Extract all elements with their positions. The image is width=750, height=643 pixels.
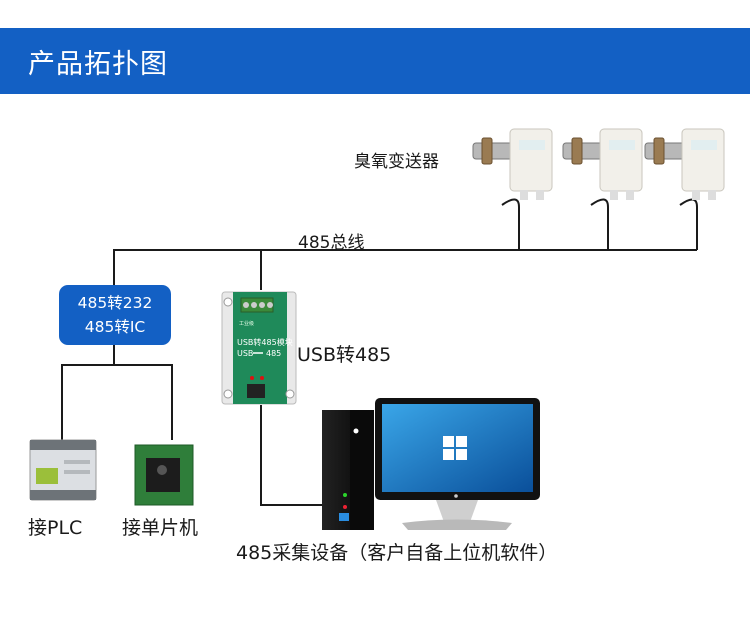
usb-port-icon: [247, 384, 265, 398]
plc-line: [61, 345, 115, 440]
ozone-sensor-label: 臭氧变送器: [354, 152, 439, 172]
plc-device-image: [29, 439, 97, 501]
mcu-board-image: [134, 444, 194, 506]
plc-label: 接PLC: [28, 517, 83, 539]
mcu-label: 接单片机: [122, 517, 199, 539]
protocol-converter-box: 485转232 485转IC: [59, 285, 171, 345]
usb-to-pc-line: [260, 405, 322, 506]
ozone-sensor-2: [562, 128, 643, 200]
section-header: 产品拓扑图: [0, 28, 750, 94]
section-title: 产品拓扑图: [28, 49, 168, 80]
module-usb-text: USB: [237, 349, 253, 358]
pc-tower-image: [322, 410, 374, 530]
collector-label: 485采集设备（客户自备上位机软件）: [236, 542, 558, 564]
windows-logo-icon: [443, 436, 467, 460]
monitor-image: [375, 398, 540, 530]
windows-logo-icon: [339, 513, 349, 521]
rs485-bus-label: 485总线: [298, 233, 365, 253]
module-brand-text: 工业级: [239, 320, 254, 327]
sensor-1-cable: [501, 198, 520, 208]
sensor-2-cable: [590, 198, 609, 208]
usb-485-module: 工业级 USB转485模块 USB 485: [221, 291, 297, 405]
module-485-text: 485: [266, 349, 281, 358]
sensor-3-cable: [679, 198, 698, 208]
module-title-text: USB转485模块: [237, 337, 293, 347]
converter-label-232: 485转232: [77, 294, 153, 312]
mcu-line: [114, 364, 173, 440]
usb-module-label: USB转485: [297, 344, 392, 366]
ozone-sensor-1: [472, 128, 553, 200]
ozone-sensor-3: [644, 128, 725, 200]
rs485-bus-line: [113, 249, 697, 285]
converter-label-ic: 485转IC: [84, 318, 146, 336]
